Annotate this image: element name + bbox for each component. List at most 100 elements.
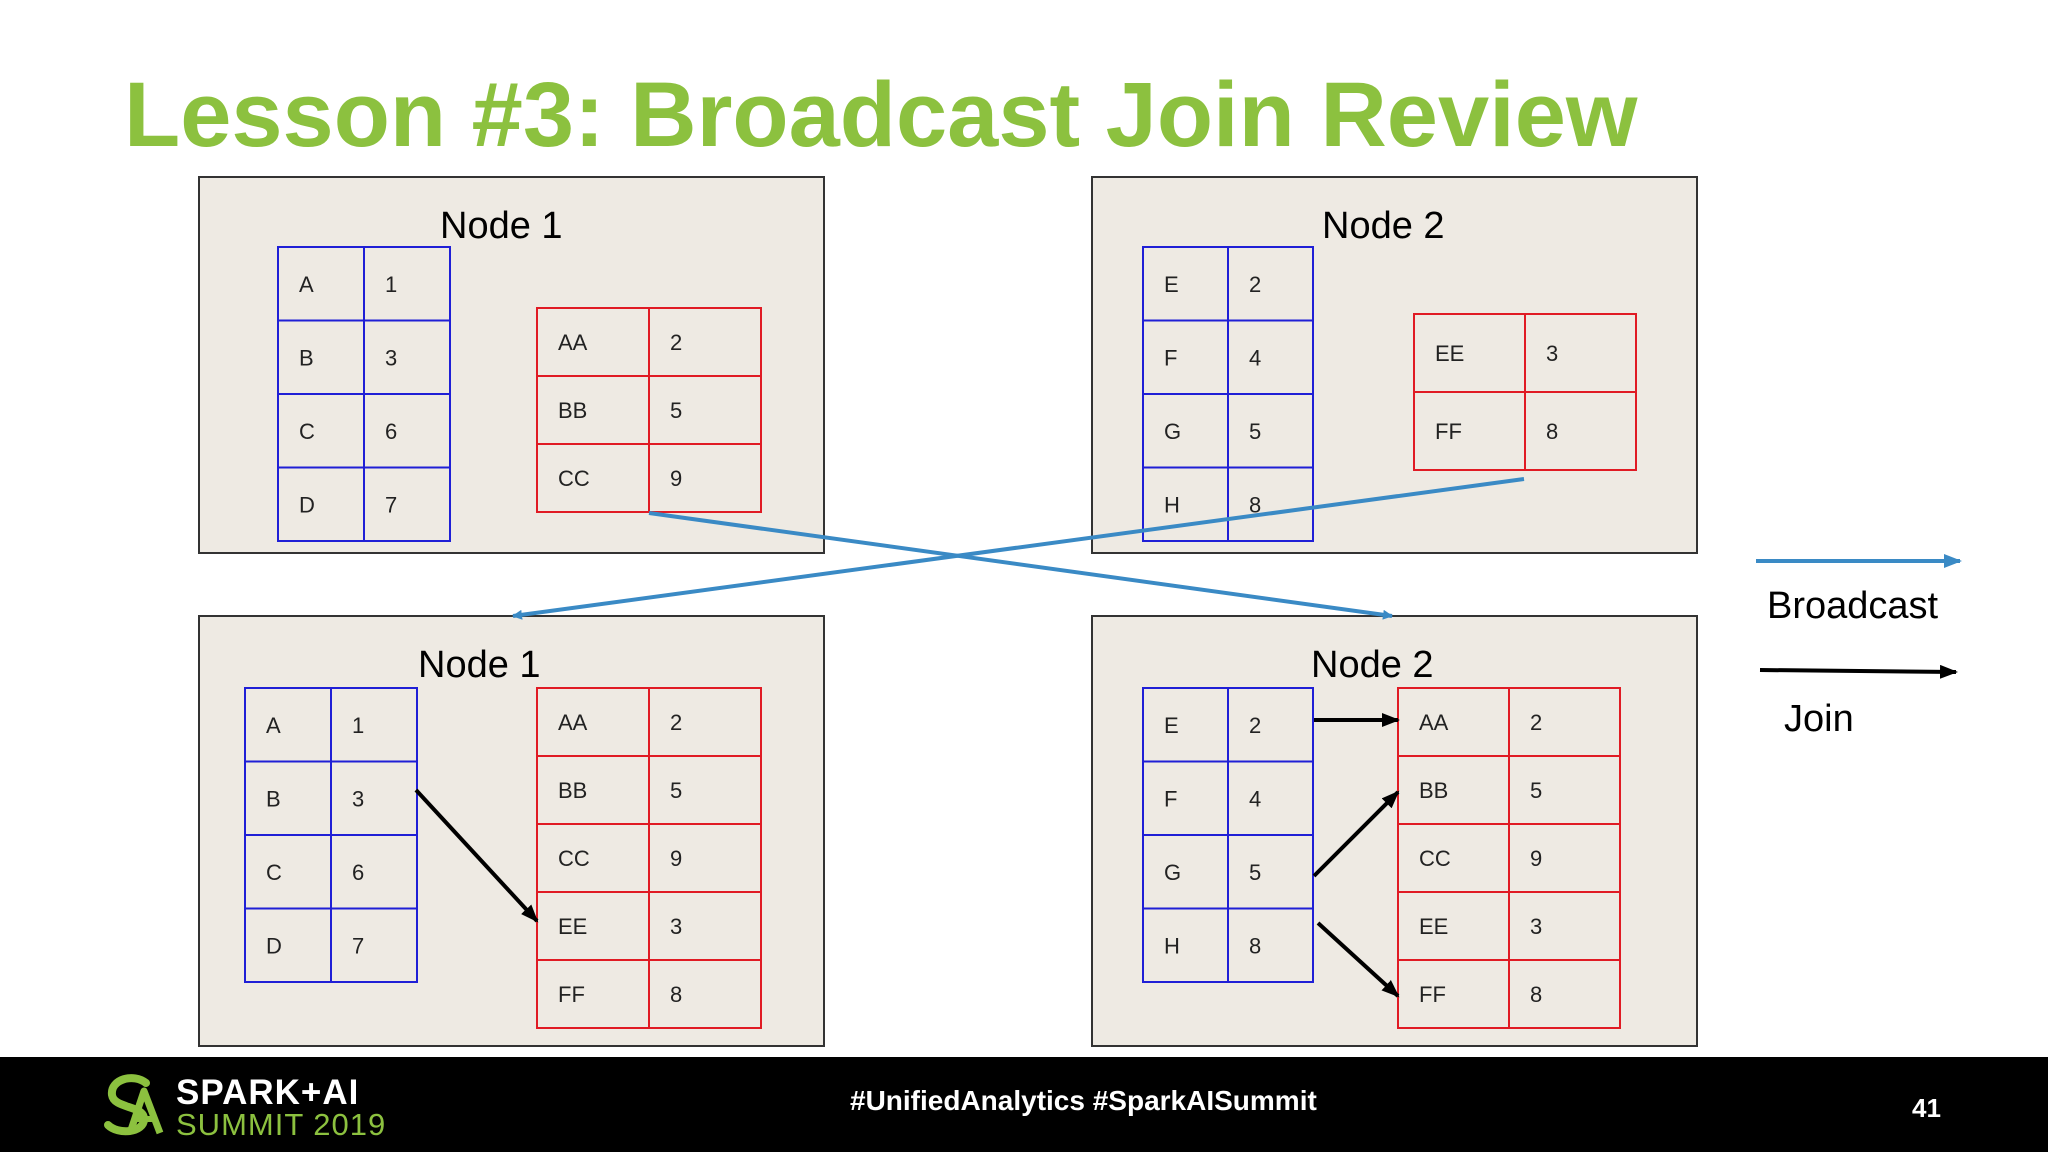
table-cell-value: G — [1164, 860, 1181, 885]
legend-broadcast-label: Broadcast — [1767, 585, 1939, 627]
table-cell-value: CC — [558, 466, 590, 491]
table-cell-value: H — [1164, 492, 1180, 517]
table-cell-value: 6 — [352, 860, 364, 885]
table-cell-value: C — [266, 860, 282, 885]
table-cell-value: A — [266, 713, 281, 738]
table-cell-value: 1 — [352, 713, 364, 738]
table-cell-value: AA — [558, 710, 588, 735]
table-row: EE 3 — [1413, 313, 1637, 393]
table-cell-value: 9 — [1530, 846, 1542, 871]
table-cell — [1227, 466, 1314, 542]
table-cell — [363, 466, 451, 542]
table-cell-value: 2 — [670, 330, 682, 355]
broadcast-arrow-node1-to-node2 — [648, 511, 1393, 620]
table-cell-value: EE — [558, 914, 587, 939]
table-cell — [1227, 907, 1314, 983]
table-cell-value: BB — [1419, 778, 1448, 803]
footer-hashtags: #UnifiedAnalytics #SparkAISummit — [850, 1085, 1317, 1116]
table-cell-value: B — [266, 786, 281, 811]
table-cell-value: FF — [558, 982, 585, 1007]
table-cell — [1508, 959, 1621, 1029]
spark-ai-logo-icon — [104, 1074, 164, 1136]
table-cell-value: 9 — [670, 846, 682, 871]
table-cell-value: B — [299, 345, 314, 370]
table-cell-value: 5 — [1530, 778, 1542, 803]
table-cell-value: 3 — [670, 914, 682, 939]
node-panel-before-2 — [1091, 176, 1698, 554]
join-arrow-h-to-ff — [1316, 921, 1400, 998]
table-cell-value: 7 — [385, 492, 397, 517]
table-cell-value: 3 — [1546, 341, 1558, 366]
table-cell-value: 3 — [352, 786, 364, 811]
table-cell-value: 1 — [385, 272, 397, 297]
table-cell — [1524, 391, 1637, 471]
table-row: AA 2 — [536, 307, 762, 377]
table-cell — [648, 443, 762, 513]
before-node1-large-table: AA 2BB 5CC 9 — [536, 307, 762, 513]
node-title-before-2: Node 2 — [1322, 205, 1445, 247]
table-cell-value: BB — [558, 778, 587, 803]
table-cell-value: 2 — [1249, 272, 1261, 297]
table-cell-value: CC — [1419, 846, 1451, 871]
after-node1-large-table: AA 2BB 5CC 9EE 3FF 8 — [536, 687, 762, 1029]
table-cell-value: G — [1164, 419, 1181, 444]
table-cell-value: AA — [558, 330, 588, 355]
table-cell-value: 4 — [1249, 786, 1261, 811]
table-cell-value: 8 — [1546, 419, 1558, 444]
table-cell-value: FF — [1435, 419, 1462, 444]
table-row: CC 9 — [536, 443, 762, 513]
table-cell-value: 3 — [1530, 914, 1542, 939]
join-arrow-g-to-bb — [1312, 790, 1400, 878]
table-cell-value: 5 — [1249, 419, 1261, 444]
table-cell-value: C — [299, 419, 315, 444]
join-arrow-b-to-ee — [414, 788, 539, 923]
footer-bar: SPARK+AI SUMMIT 2019 #UnifiedAnalytics #… — [0, 1057, 2048, 1152]
spark-ai-summit-logo: SPARK+AI SUMMIT 2019 — [100, 1071, 400, 1142]
table-cell-value: 9 — [670, 466, 682, 491]
node-title-before-1: Node 1 — [440, 205, 563, 247]
table-cell-value: A — [299, 272, 314, 297]
legend-join-line — [1759, 664, 1958, 679]
table-cell-value: 2 — [670, 710, 682, 735]
table-cell-value: F — [1164, 345, 1177, 370]
table-row: FF 8 — [1397, 959, 1621, 1029]
table-cell-value: 5 — [670, 398, 682, 423]
table-cell — [330, 907, 418, 983]
table-cell-value: AA — [1419, 710, 1449, 735]
node-panel-before-1 — [198, 176, 825, 554]
table-row: FF 8 — [536, 959, 762, 1029]
table-cell-value: 4 — [1249, 345, 1261, 370]
table-cell-value: H — [1164, 933, 1180, 958]
table-cell-value: EE — [1435, 341, 1464, 366]
node-title-after-2: Node 2 — [1311, 644, 1434, 686]
table-cell-value: FF — [1419, 982, 1446, 1007]
broadcast-arrow-node2-to-node1 — [512, 477, 1525, 620]
legend-join-label: Join — [1784, 698, 1854, 740]
logo-text-summit-2019: SUMMIT 2019 — [176, 1107, 387, 1142]
table-cell-value: 8 — [1249, 492, 1261, 517]
table-cell-value: E — [1164, 713, 1179, 738]
table-cell-value: 2 — [1249, 713, 1261, 738]
table-cell — [648, 959, 762, 1029]
table-cell-value: 7 — [352, 933, 364, 958]
table-row: BB 5 — [536, 375, 762, 445]
table-cell-value: BB — [558, 398, 587, 423]
table-cell-value: E — [1164, 272, 1179, 297]
table-cell-value: 8 — [1530, 982, 1542, 1007]
slide-page-number: 41 — [1912, 1093, 1941, 1123]
table-cell-value: D — [299, 492, 315, 517]
table-cell-value: CC — [558, 846, 590, 871]
table-cell-value: 5 — [670, 778, 682, 803]
table-cell-value: 8 — [670, 982, 682, 1007]
